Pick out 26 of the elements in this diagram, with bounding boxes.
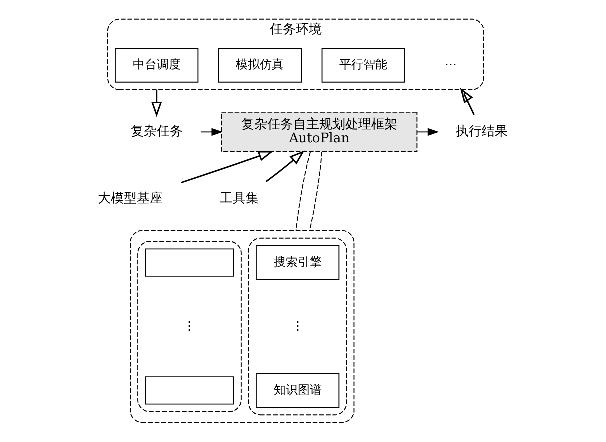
arrow [181,151,274,184]
arrow [460,88,475,116]
connector [309,152,322,232]
node-box: 复杂任务自主规划处理框架 AutoPlan [221,112,418,152]
arrow [152,90,162,118]
cluster [138,241,242,412]
node-text: 工具集 [220,190,260,206]
node-text: 复杂任务 [130,124,183,139]
node-text: ⋮ [292,318,304,333]
node-text: 执行结果 [456,124,508,139]
cluster [248,238,348,416]
node-text: ⋮ [184,318,196,333]
node-box: 搜索引擎 [256,245,340,280]
node-box [145,248,234,277]
node-box: 模拟仿真 [218,48,302,83]
node-box: 平行智能 [322,48,406,83]
node-box [145,376,234,405]
connector [296,152,312,232]
node-text: ⋯ [445,58,458,72]
arrow [200,128,224,136]
node-box: 中台调度 [115,48,199,83]
arrow [416,128,440,136]
arrow [266,150,305,182]
node-text: 大模型基座 [98,190,164,206]
node-box: 知识图谱 [256,373,340,408]
cluster [130,230,355,424]
